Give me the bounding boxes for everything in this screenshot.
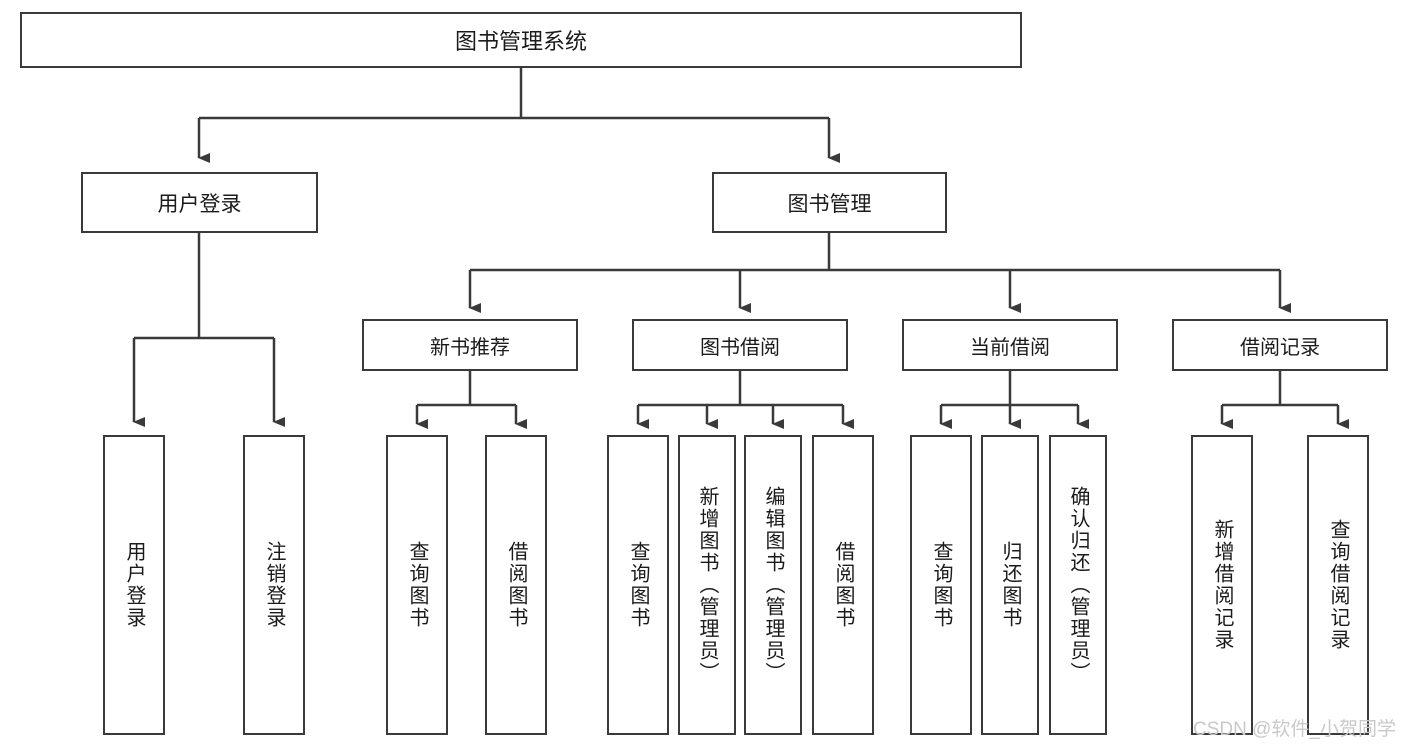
node-label: 用户登录: [157, 192, 242, 216]
node-new-book-recommend[interactable]: 新书推荐: [362, 319, 578, 371]
leaf-return-book[interactable]: 归还图书: [981, 435, 1039, 735]
leaf-borrow-book[interactable]: 借阅图书: [812, 435, 874, 735]
leaf-add-borrow-record[interactable]: 新增借阅记录: [1191, 435, 1253, 735]
node-label: 图书管理: [787, 192, 872, 216]
node-label: 借阅图书: [832, 541, 854, 629]
node-book-management[interactable]: 图书管理: [712, 172, 947, 233]
leaf-query-book-borrow[interactable]: 查询图书: [607, 435, 669, 735]
node-label: 查询图书: [406, 541, 428, 629]
node-current-borrow[interactable]: 当前借阅: [902, 319, 1118, 371]
leaf-add-book-admin[interactable]: 新增图书（管理员）: [678, 435, 736, 735]
leaf-borrow-book-recommend[interactable]: 借阅图书: [485, 435, 547, 735]
node-label: 图书借阅: [700, 336, 780, 359]
leaf-confirm-return-admin[interactable]: 确认归还（管理员）: [1049, 435, 1107, 735]
node-borrow-record[interactable]: 借阅记录: [1172, 319, 1388, 371]
leaf-edit-book-admin[interactable]: 编辑图书（管理员）: [744, 435, 802, 735]
leaf-user-login[interactable]: 用户登录: [103, 435, 165, 735]
node-label: 借阅记录: [1240, 336, 1320, 359]
leaf-logout[interactable]: 注销登录: [243, 435, 305, 735]
leaf-query-book-recommend[interactable]: 查询图书: [386, 435, 448, 735]
node-label: 确认归还（管理员）: [1067, 486, 1089, 684]
node-label: 查询借阅记录: [1327, 519, 1349, 651]
node-user-login[interactable]: 用户登录: [81, 172, 318, 233]
node-book-borrow[interactable]: 图书借阅: [632, 319, 848, 371]
node-label: 图书管理系统: [454, 29, 587, 54]
node-label: 注销登录: [263, 541, 285, 629]
node-label: 新增图书（管理员）: [696, 486, 718, 684]
node-label: 用户登录: [123, 541, 145, 629]
node-label: 借阅图书: [505, 541, 527, 629]
node-label: 编辑图书（管理员）: [762, 486, 784, 684]
node-label: 查询图书: [930, 541, 952, 629]
node-label: 查询图书: [627, 541, 649, 629]
node-root-system[interactable]: 图书管理系统: [20, 12, 1022, 68]
leaf-query-borrow-record[interactable]: 查询借阅记录: [1307, 435, 1369, 735]
node-label: 新书推荐: [430, 336, 510, 359]
node-label: 新增借阅记录: [1211, 519, 1233, 651]
leaf-query-book-current[interactable]: 查询图书: [910, 435, 972, 735]
node-label: 归还图书: [999, 541, 1021, 629]
node-label: 当前借阅: [970, 336, 1050, 359]
